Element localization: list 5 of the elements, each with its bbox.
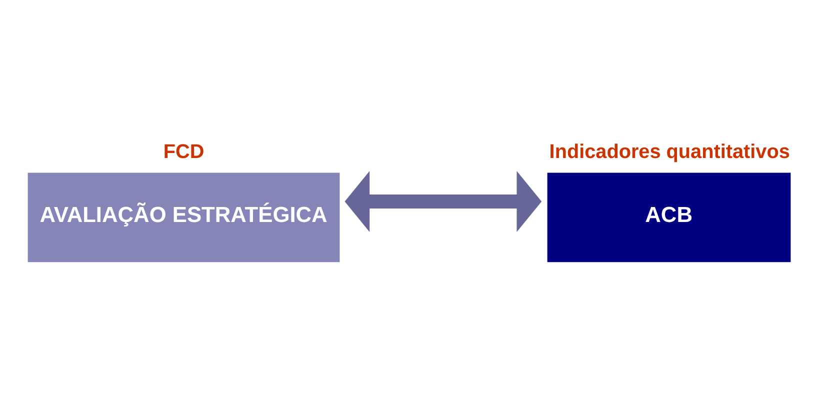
arrow <box>344 170 542 232</box>
node-box: ACB <box>547 172 791 262</box>
node-label: Indicadores quantitativos <box>549 140 790 162</box>
node-box: AVALIAÇÃO ESTRATÉGICA <box>28 172 340 262</box>
node-label: FCD <box>163 140 204 162</box>
